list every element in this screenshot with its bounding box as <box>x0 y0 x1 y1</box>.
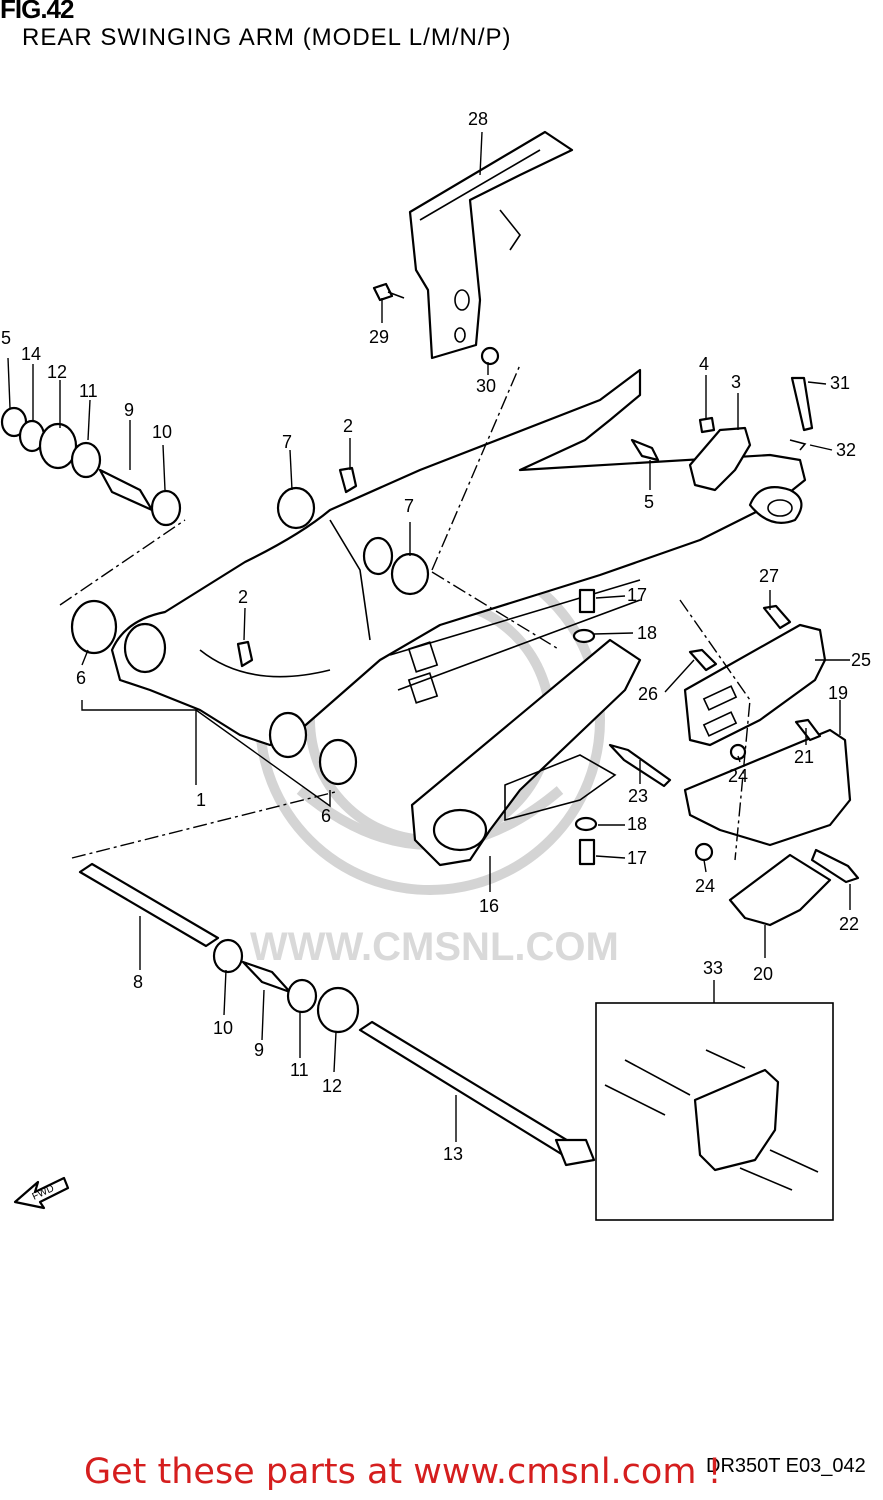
part-6-bearing-right <box>318 738 358 786</box>
callout-32: 32 <box>836 440 856 460</box>
callout-17-upper: 17 <box>627 585 647 605</box>
callout-10-upper: 10 <box>152 422 172 442</box>
callout-16: 16 <box>479 896 499 916</box>
callout-29: 29 <box>369 327 389 347</box>
callout-33: 33 <box>703 958 723 978</box>
callout-18-lower: 18 <box>627 814 647 834</box>
callout-11-upper: 11 <box>79 381 98 401</box>
part-4-screw <box>698 416 716 434</box>
part-11-washer <box>286 978 318 1014</box>
part-8-pipe <box>78 862 220 948</box>
callout-2-upper: 2 <box>343 416 353 436</box>
part-27-bolt <box>762 604 792 630</box>
callout-numbers: 1 2 2 3 4 5 5 6 6 7 7 8 9 9 10 10 11 11 … <box>1 109 871 1164</box>
part-18-washer-upper <box>572 628 596 644</box>
callout-24-upper: 24 <box>728 766 748 786</box>
callout-5-left: 5 <box>1 328 11 348</box>
callout-10-lower: 10 <box>213 1018 233 1038</box>
part-29-bolt <box>372 282 405 302</box>
part-17-bolt-upper <box>578 588 596 614</box>
callout-20: 20 <box>753 964 773 984</box>
callout-3: 3 <box>731 372 741 392</box>
callout-6-left: 6 <box>76 668 86 688</box>
callout-31: 31 <box>830 373 850 393</box>
callout-22: 22 <box>839 914 859 934</box>
figure-subtitle: REAR SWINGING ARM (MODEL L/M/N/P) <box>22 24 512 51</box>
callout-1: 1 <box>196 790 206 810</box>
callout-8: 8 <box>133 972 143 992</box>
watermark-text: WWW.CMSNL.COM <box>250 925 619 969</box>
callout-23: 23 <box>628 786 648 806</box>
part-6-bearing-left <box>70 599 118 655</box>
callout-9-upper: 9 <box>124 400 134 420</box>
part-21-bolt <box>794 718 822 742</box>
upper-left-bushing-set <box>0 406 182 527</box>
part-2-nipple-upper <box>338 466 358 494</box>
part-2-nipple-lower <box>236 640 254 668</box>
diagram-code: DR350T E03_042 <box>706 1455 866 1477</box>
buy-parts-banner-link[interactable]: Get these parts at www.cmsnl.com ! <box>84 1452 722 1492</box>
part-10-dust-seal <box>212 938 244 974</box>
callout-26: 26 <box>638 684 658 704</box>
callout-5-right: 5 <box>644 492 654 512</box>
callout-13: 13 <box>443 1144 463 1164</box>
part-16-chain-buffer <box>410 638 642 867</box>
part-31-pin <box>790 376 814 432</box>
fwd-arrow: FWD <box>13 1176 70 1210</box>
callout-11-lower: 11 <box>290 1060 309 1080</box>
callout-25: 25 <box>851 650 871 670</box>
part-28-chain-guide-bracket <box>408 130 574 360</box>
part-26-bolt <box>688 648 718 672</box>
callout-30: 30 <box>476 376 496 396</box>
callout-18-upper: 18 <box>637 623 657 643</box>
callout-14: 14 <box>21 344 41 364</box>
part-7-bushing-left <box>276 486 316 530</box>
figure-title: FIG.42 <box>0 0 74 24</box>
part-33-kit-box <box>595 1002 834 1221</box>
callout-21: 21 <box>794 747 814 767</box>
callout-7-left: 7 <box>282 432 292 452</box>
part-22-bolt <box>810 848 860 884</box>
callout-24-lower: 24 <box>695 876 715 896</box>
part-7-bushing-right <box>390 552 430 596</box>
part-25-bracket <box>683 623 827 747</box>
leader-lines <box>7 131 851 1142</box>
part-12-washer <box>316 986 360 1034</box>
part-20-plate <box>728 853 832 927</box>
callout-17-lower: 17 <box>627 848 647 868</box>
part-13-pivot-bolt <box>358 1020 596 1167</box>
callout-6-right: 6 <box>321 806 331 826</box>
callout-4: 4 <box>699 354 709 374</box>
callout-19: 19 <box>828 683 848 703</box>
part-32-clip <box>789 439 807 451</box>
part-3-bracket <box>688 426 752 492</box>
part-5-bolt-right <box>630 438 660 462</box>
part-19-bracket <box>683 728 852 847</box>
part-17-bolt-lower <box>578 838 596 866</box>
callout-12-upper: 12 <box>47 362 67 382</box>
callout-2-lower: 2 <box>238 587 248 607</box>
callout-12-lower: 12 <box>322 1076 342 1096</box>
callout-27: 27 <box>759 566 779 586</box>
part-30-washer <box>480 346 500 366</box>
callout-7-right: 7 <box>404 496 414 516</box>
part-18-washer-lower <box>574 816 598 832</box>
part-24-nut-upper <box>729 743 747 761</box>
callout-28: 28 <box>468 109 488 129</box>
callout-9-lower: 9 <box>254 1040 264 1060</box>
part-1-swinging-arm <box>110 368 807 759</box>
part-24-nut-lower <box>694 842 714 862</box>
